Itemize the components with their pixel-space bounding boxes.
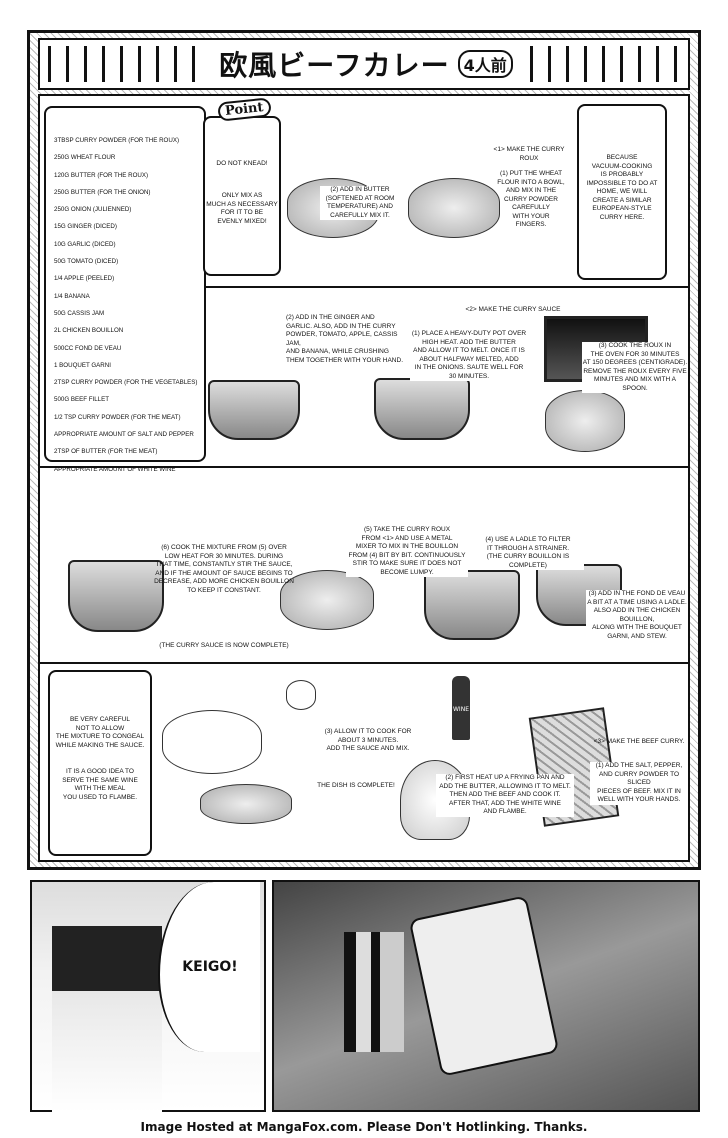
footer-credit: Image Hosted at MangaFox.com. Please Don…: [140, 1120, 588, 1134]
servings: 4人前: [457, 50, 513, 78]
sauce-step-3-oven: (3) COOK THE ROUX IN THE OVEN FOR 30 MIN…: [582, 342, 688, 393]
ingredient: 500G BEEF FILLET: [54, 396, 110, 404]
wine-bottle-illustration: WINE: [452, 676, 470, 740]
ingredient: 15G GINGER (DICED): [54, 223, 117, 231]
ingredient: 10G GARLIC (DICED): [54, 240, 116, 248]
sauce-step-2: (2) ADD IN THE GINGER AND GARLIC. ALSO, …: [286, 314, 406, 365]
tip-congeal: BE VERY CAREFUL NOT TO ALLOW THE MIXTURE…: [55, 716, 145, 749]
ingredient: APPROPRIATE AMOUNT OF SALT AND PEPPER: [54, 431, 194, 439]
tip-wine: IT IS A GOOD IDEA TO SERVE THE SAME WINE…: [62, 768, 138, 801]
van-illustration: [408, 895, 560, 1077]
roux-step-1: (1) PUT THE WHEAT FLOUR INTO A BOWL, AND…: [497, 170, 565, 228]
pot-illustration: [208, 380, 300, 440]
tip-mix: ONLY MIX AS MUCH AS NECESSARY FOR IT TO …: [206, 192, 278, 225]
ingredient: APPROPRIATE AMOUNT OF WHITE WINE: [54, 465, 176, 473]
sauce-complete: (THE CURRY SAUCE IS NOW COMPLETE): [159, 642, 289, 649]
ingredient: 2TSP CURRY POWDER (FOR THE VEGETABLES): [54, 379, 198, 387]
ingredient: 250G BUTTER (FOR THE ONION): [54, 188, 151, 196]
roux-step-2: (2) ADD IN BUTTER (SOFTENED AT ROOM TEMP…: [320, 186, 400, 220]
ingredient: 1/4 BANANA: [54, 292, 90, 300]
wine-label: WINE: [453, 706, 469, 713]
ornament-left: [48, 46, 198, 82]
ingredients-list: 3TBSP CURRY POWDER (FOR THE ROUX) 250G W…: [44, 106, 206, 473]
sauce-step-4: (4) USE A LADLE TO FILTER IT THROUGH A S…: [472, 536, 584, 570]
ingredient: 500CC FOND DE VEAU: [54, 344, 122, 352]
recipe-title: 欧風ビーフカレー: [215, 44, 454, 84]
ingredient: 120G BUTTER (FOR THE ROUX): [54, 171, 149, 179]
sauce-step-5: (5) TAKE THE CURRY ROUX FROM <1> AND USE…: [346, 526, 468, 577]
tips-box: [48, 670, 152, 856]
tip-no-knead: DO NOT KNEAD!: [216, 160, 268, 167]
sauce-step-1: (1) PLACE A HEAVY-DUTY POT OVER HIGH HEA…: [410, 330, 528, 381]
people-illustration: [344, 932, 404, 1052]
ornament-right: [530, 46, 680, 82]
ingredient: 250G ONION (JULIENNED): [54, 206, 132, 214]
beef-step-3: (3) ALLOW IT TO COOK FOR ABOUT 3 MINUTES…: [324, 728, 412, 752]
ingredient: 50G TOMATO (DICED): [54, 258, 119, 266]
sauce-step-6: (6) COOK THE MIXTURE FROM (5) OVER LOW H…: [154, 544, 294, 594]
gravy-boat-illustration: [200, 784, 292, 824]
vacuum-note: BECAUSE VACUUM-COOKING IS PROBABLY IMPOS…: [586, 154, 658, 221]
bowl-illustration: [545, 390, 625, 452]
sauce-step-3-fond: (3) ADD IN THE FOND DE VEAU A BIT AT A T…: [586, 590, 688, 641]
roux-heading: <1> MAKE THE CURRY ROUX: [493, 146, 565, 162]
divider: [206, 286, 688, 288]
title-bar: 欧風ビーフカレー 4人前: [38, 38, 690, 90]
ingredient: 1/2 TSP CURRY POWDER (FOR THE MEAT): [54, 413, 181, 421]
dish-complete: THE DISH IS COMPLETE!: [317, 782, 395, 789]
bowl-illustration: [280, 570, 374, 630]
ingredient: 2L CHICKEN BOUILLON: [54, 327, 124, 335]
ingredient: 1 BOUQUET GARNI: [54, 361, 111, 369]
ingredient: 1/4 APPLE (PEELED): [54, 275, 115, 283]
character-illustration: [52, 926, 162, 1112]
wine-glass-illustration: [286, 680, 316, 710]
pot-illustration: [68, 560, 164, 632]
beef-heading: <3> MAKE THE BEEF CURRY.: [593, 738, 685, 745]
ingredient: 250G WHEAT FLOUR: [54, 154, 116, 162]
point-box: [203, 116, 281, 276]
pot-illustration: [424, 570, 520, 640]
comic-panel-van: [272, 880, 700, 1112]
ingredient: 3TBSP CURRY POWDER (FOR THE ROUX): [54, 137, 180, 144]
speech-text: KEIGO!: [182, 959, 238, 975]
beef-step-1: (1) ADD THE SALT, PEPPER, AND CURRY POWD…: [590, 762, 688, 805]
ingredient: 50G CASSIS JAM: [54, 309, 105, 317]
pot-illustration: [374, 378, 470, 440]
vacuum-note-box: [577, 104, 667, 280]
rice-plate-illustration: [162, 710, 262, 774]
speech-bubble: KEIGO!: [158, 882, 260, 1052]
sauce-heading: <2> MAKE THE CURRY SAUCE: [465, 306, 561, 313]
bowl-illustration: [408, 178, 500, 238]
divider: [40, 466, 688, 468]
ingredient: 2TSP OF BUTTER (FOR THE MEAT): [54, 448, 158, 456]
divider: [40, 662, 688, 664]
beef-step-2: (2) FIRST HEAT UP A FRYING PAN AND ADD T…: [436, 774, 574, 817]
